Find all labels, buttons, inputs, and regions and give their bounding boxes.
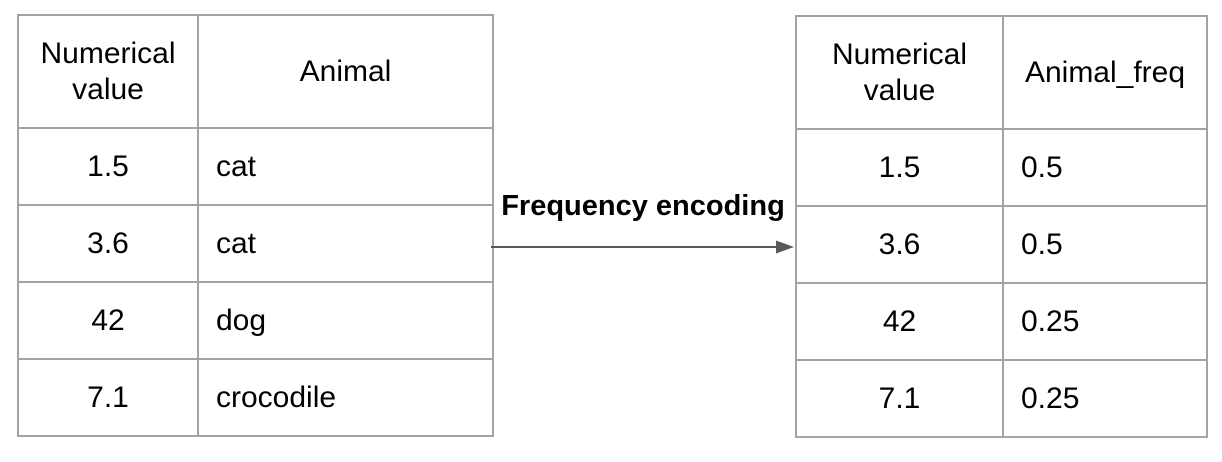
cell-animal-freq: 0.25 (1002, 359, 1208, 438)
cell-animal: cat (197, 127, 494, 206)
table-row: 1.5 0.5 (795, 128, 1208, 207)
cell-numerical-value: 42 (795, 282, 1004, 361)
table-row: 7.1 0.25 (795, 359, 1208, 438)
transform-label: Frequency encoding (501, 190, 785, 222)
cell-animal: cat (197, 204, 494, 283)
encoded-header-animal-freq: Animal_freq (1002, 15, 1208, 130)
cell-numerical-value: 7.1 (17, 358, 199, 437)
cell-numerical-value: 1.5 (795, 128, 1004, 207)
original-table-header-row: Numerical value Animal (17, 14, 494, 129)
original-header-animal: Animal (197, 14, 494, 129)
cell-animal: crocodile (197, 358, 494, 437)
encoded-header-numerical-value: Numerical value (795, 15, 1004, 130)
cell-animal-freq: 0.5 (1002, 205, 1208, 284)
cell-numerical-value: 3.6 (795, 205, 1004, 284)
table-row: 7.1 crocodile (17, 358, 494, 437)
original-header-numerical-value: Numerical value (17, 14, 199, 129)
original-table: Numerical value Animal 1.5 cat 3.6 cat 4… (17, 14, 494, 437)
cell-numerical-value: 1.5 (17, 127, 199, 206)
encoded-table-header-row: Numerical value Animal_freq (795, 15, 1208, 130)
cell-animal: dog (197, 281, 494, 360)
cell-numerical-value: 7.1 (795, 359, 1004, 438)
cell-animal-freq: 0.5 (1002, 128, 1208, 207)
table-row: 42 0.25 (795, 282, 1208, 361)
table-row: 42 dog (17, 281, 494, 360)
table-row: 3.6 0.5 (795, 205, 1208, 284)
cell-numerical-value: 3.6 (17, 204, 199, 283)
table-row: 3.6 cat (17, 204, 494, 283)
cell-numerical-value: 42 (17, 281, 199, 360)
encoded-table: Numerical value Animal_freq 1.5 0.5 3.6 … (795, 15, 1208, 438)
arrow-right-icon (491, 240, 794, 254)
table-row: 1.5 cat (17, 127, 494, 206)
cell-animal-freq: 0.25 (1002, 282, 1208, 361)
